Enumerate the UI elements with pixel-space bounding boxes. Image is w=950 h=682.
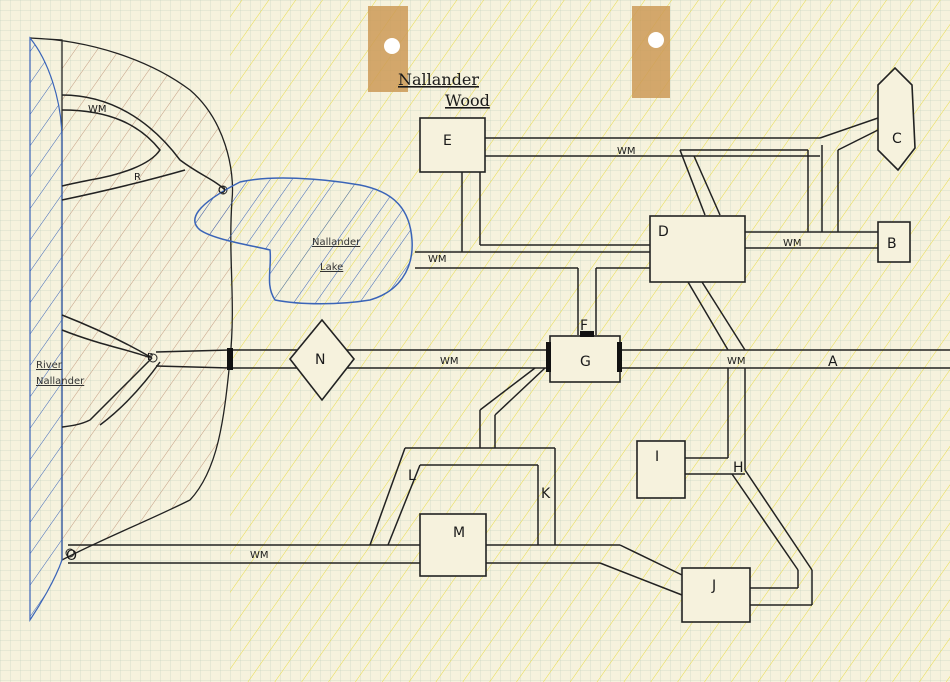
title-line1: Nallander <box>398 70 479 89</box>
room-N-shape <box>227 318 356 402</box>
corridors <box>68 117 950 606</box>
point-label-P: P <box>147 352 153 363</box>
tape-right <box>632 6 670 98</box>
room-label-I: I <box>655 449 659 465</box>
tape-left <box>368 6 408 92</box>
lake-label-line1: Nallander <box>312 237 361 248</box>
room-label-N: N <box>315 352 325 368</box>
room-label-J: J <box>711 578 716 594</box>
lake-label-line2: Lake <box>320 262 343 273</box>
room-label-F: F <box>580 318 588 334</box>
point-O-marker <box>65 548 75 558</box>
title-line2: Wood <box>445 91 490 110</box>
room-label-O: O <box>66 548 77 564</box>
room-I-shape <box>636 440 686 499</box>
room-C-shape <box>877 66 916 172</box>
room-label-D: D <box>658 224 669 240</box>
wm-label: WM <box>783 238 802 249</box>
room-label-H: H <box>733 460 744 476</box>
room-E-shape <box>419 117 486 173</box>
nallander-lake <box>194 177 413 305</box>
wm-label: WM <box>428 254 447 265</box>
wm-label: WM <box>250 550 269 561</box>
room-D-shape <box>649 215 746 283</box>
point-label-Q: Q <box>218 185 226 196</box>
room-M-shape <box>419 513 487 577</box>
room-label-E: E <box>443 133 452 149</box>
room-G-shape <box>546 331 622 383</box>
wm-label: WM <box>617 146 636 157</box>
path-label-R: R <box>134 172 141 183</box>
wm-label: WM <box>440 356 459 367</box>
forest-region <box>29 37 234 562</box>
room-label-G: G <box>580 354 591 370</box>
room-label-K: K <box>541 486 551 502</box>
room-label-L: L <box>408 468 416 484</box>
river-label-line2: Nallander <box>36 376 85 387</box>
room-B-shape <box>877 221 911 263</box>
river-nallander <box>29 36 63 622</box>
wm-label: WM <box>727 356 746 367</box>
room-label-B: B <box>887 236 897 252</box>
room-J-shape <box>681 567 751 623</box>
room-label-M: M <box>453 525 465 541</box>
wm-label: WM <box>88 104 107 115</box>
river-label-line1: River <box>36 360 63 371</box>
room-label-C: C <box>892 131 902 147</box>
room-label-A: A <box>828 354 838 370</box>
forest-paths <box>61 94 231 428</box>
